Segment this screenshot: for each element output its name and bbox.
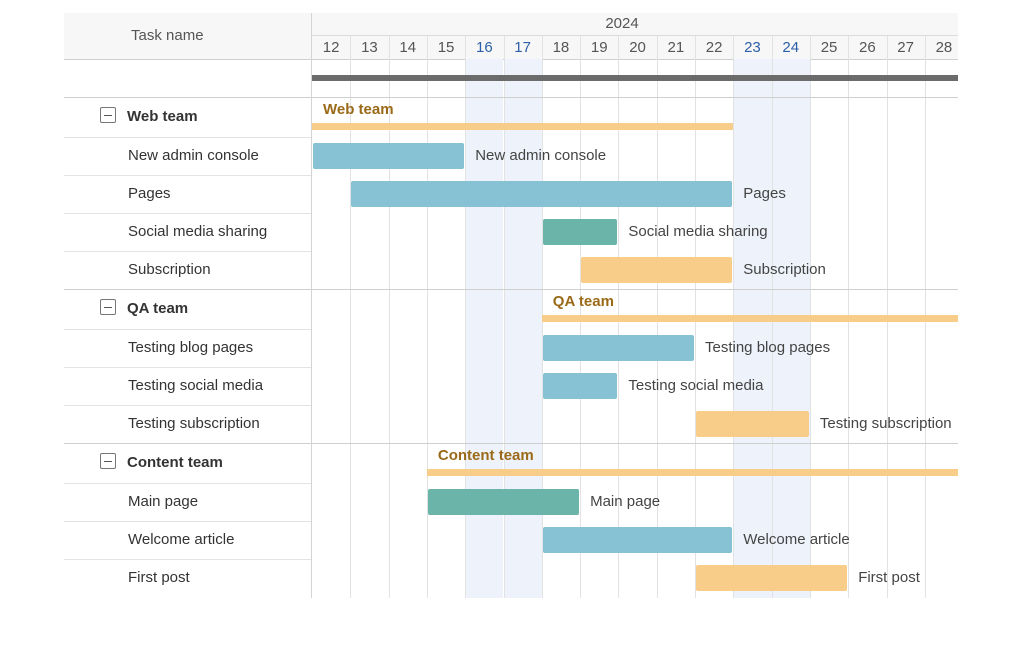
task-bar-label: Testing subscription	[819, 415, 952, 432]
day-header-21: 21	[667, 39, 685, 56]
day-header-22: 22	[705, 39, 723, 56]
day-header-13: 13	[361, 39, 378, 56]
task-bar-label: Pages	[743, 185, 786, 202]
group-divider	[64, 289, 311, 290]
year-label: 2024	[605, 15, 639, 32]
task-bar[interactable]	[351, 181, 733, 207]
day-header-15: 15	[437, 39, 455, 56]
weekend-column	[771, 59, 810, 598]
day-header-23: 23	[744, 39, 761, 56]
task-bar[interactable]	[696, 565, 848, 591]
task-name[interactable]: Welcome article	[128, 531, 235, 548]
row-divider	[64, 175, 311, 176]
task-bar-label: Subscription	[743, 261, 826, 278]
row-divider	[64, 367, 311, 368]
task-bar-label: Testing social media	[628, 377, 764, 394]
row-divider	[64, 329, 311, 330]
group-divider	[64, 97, 311, 98]
weekend-column	[733, 59, 772, 598]
task-bar-label: First post	[858, 569, 920, 586]
row-divider	[64, 521, 311, 522]
task-name-header-label: Task name	[131, 27, 204, 44]
task-name[interactable]: Pages	[128, 185, 171, 202]
row-divider	[64, 213, 311, 214]
collapse-toggle-icon[interactable]	[100, 453, 116, 469]
task-bar[interactable]	[581, 257, 733, 283]
day-header-25: 25	[820, 39, 838, 56]
day-header-12: 12	[322, 39, 340, 56]
header-divider	[312, 35, 958, 36]
day-header-17: 17	[514, 39, 531, 56]
task-bar-label: New admin console	[475, 147, 607, 164]
group-bar-label: QA team	[552, 293, 614, 310]
group-divider	[312, 289, 958, 290]
task-name[interactable]: Main page	[128, 493, 199, 510]
task-name[interactable]: Testing subscription	[128, 415, 260, 432]
group-summary-bar[interactable]	[541, 315, 958, 322]
task-bar[interactable]	[542, 373, 618, 399]
task-name[interactable]: Testing social media	[128, 377, 264, 394]
group-summary-bar[interactable]	[426, 469, 958, 476]
row-divider	[64, 137, 311, 138]
task-name[interactable]: Social media sharing	[128, 223, 268, 240]
task-bar[interactable]	[313, 143, 465, 169]
task-bar-label: Main page	[590, 493, 661, 510]
day-header-19: 19	[590, 39, 608, 56]
timeline-header: 2024	[312, 13, 958, 60]
day-header-28: 28	[935, 39, 953, 56]
weekend-column	[503, 59, 542, 598]
day-header-26: 26	[858, 39, 876, 56]
group-name[interactable]: Content team	[127, 454, 223, 471]
task-bar-label: Social media sharing	[628, 223, 768, 240]
group-bar-label: Web team	[323, 101, 394, 118]
group-name[interactable]: QA team	[127, 300, 189, 317]
row-divider	[64, 251, 311, 252]
group-divider	[64, 443, 311, 444]
task-name-header: Task name	[64, 13, 311, 60]
collapse-toggle-icon[interactable]	[100, 299, 116, 315]
day-header-18: 18	[552, 39, 570, 56]
collapse-toggle-icon[interactable]	[100, 107, 116, 123]
task-bar-label: Testing blog pages	[705, 339, 831, 356]
task-name[interactable]: New admin console	[128, 147, 259, 164]
row-divider	[64, 559, 311, 560]
task-bar[interactable]	[542, 335, 694, 361]
row-divider	[64, 483, 311, 484]
group-divider	[312, 97, 958, 98]
day-header-24: 24	[782, 39, 800, 56]
task-name[interactable]: Testing blog pages	[128, 339, 254, 356]
task-bar[interactable]	[427, 489, 580, 515]
grid-line	[426, 36, 428, 598]
grid-line	[465, 36, 467, 598]
grid-line	[388, 36, 390, 598]
day-header-20: 20	[629, 39, 646, 56]
grid-divider[interactable]	[311, 13, 312, 598]
task-bar[interactable]	[542, 219, 618, 245]
group-divider	[312, 443, 958, 444]
task-bar-label: Welcome article	[743, 531, 850, 548]
grid-line	[503, 36, 505, 598]
row-divider	[64, 405, 311, 406]
task-name[interactable]: First post	[128, 569, 190, 586]
day-header-16: 16	[475, 39, 493, 56]
task-bar[interactable]	[542, 527, 733, 553]
project-summary-bar[interactable]	[312, 75, 958, 81]
group-name[interactable]: Web team	[127, 108, 198, 125]
task-bar[interactable]	[696, 411, 809, 437]
weekend-column	[465, 59, 504, 598]
task-name[interactable]: Subscription	[128, 261, 211, 278]
day-header-27: 27	[897, 39, 914, 56]
group-summary-bar[interactable]	[312, 123, 734, 130]
group-bar-label: Content team	[437, 447, 534, 464]
day-header-14: 14	[399, 39, 417, 56]
grid-line	[350, 36, 352, 598]
